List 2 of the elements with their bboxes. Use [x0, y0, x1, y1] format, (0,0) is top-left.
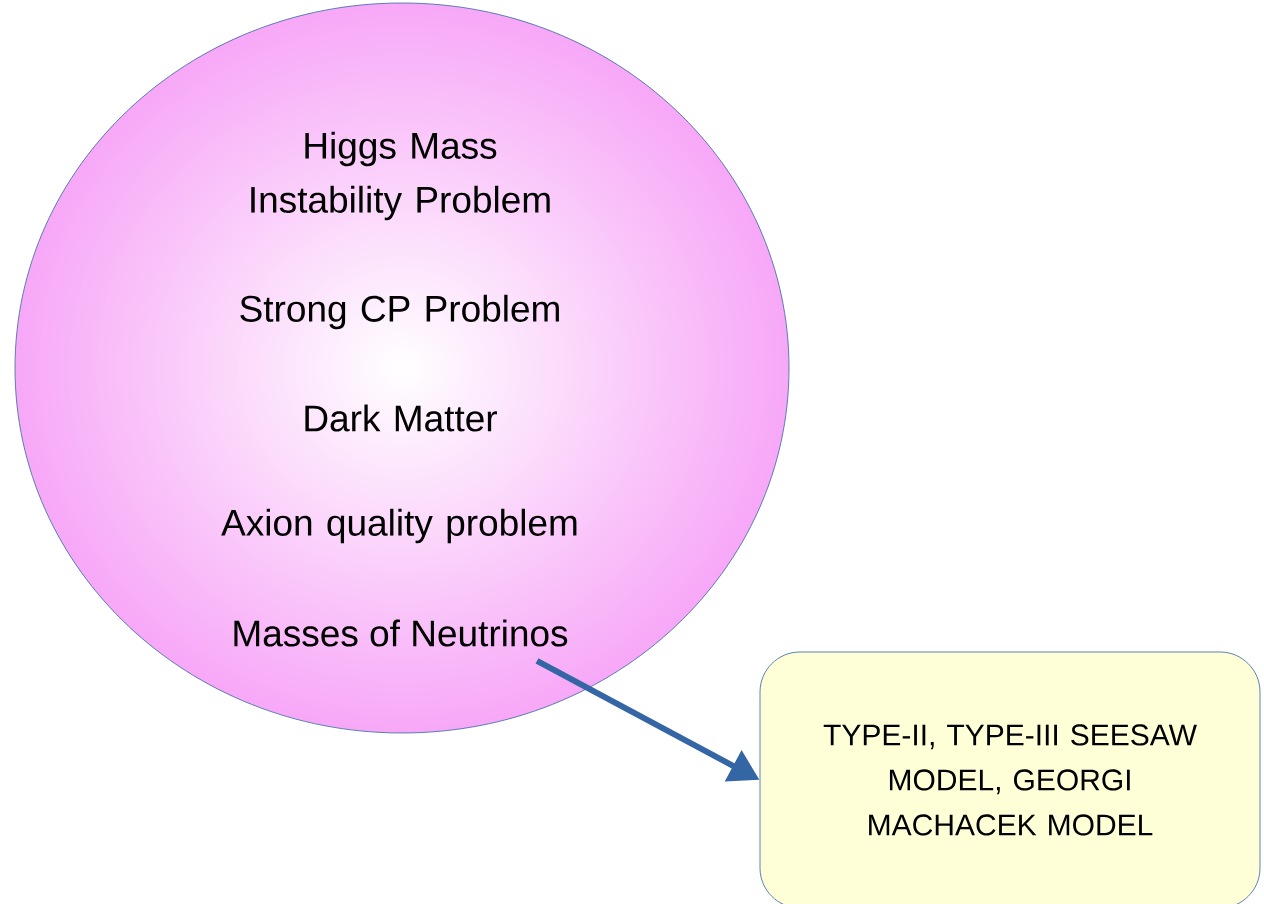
label-text: Masses of Neutrinos — [234, 619, 568, 647]
rounded-box: TYPE-II, TYPE-III SEESAW MODEL, GEORGI MACHACEK MODEL — [759, 651, 1261, 904]
